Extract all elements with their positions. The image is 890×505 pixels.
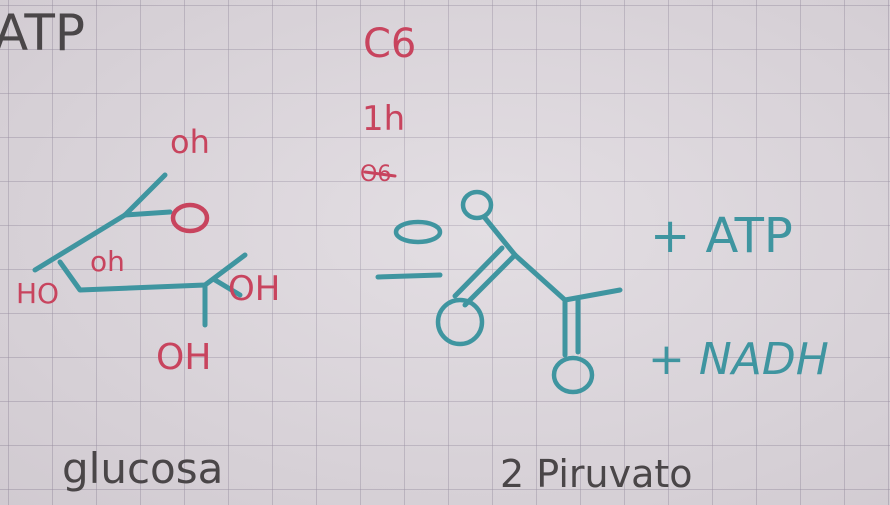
glucose-ho-left: HO	[16, 277, 60, 310]
piruvato-caption: 2 Piruvato	[500, 452, 693, 496]
pyruvate-double-bond-a	[462, 252, 518, 308]
glucose-bond-top	[122, 172, 168, 218]
pyruvate-oxygens	[393, 189, 595, 395]
o6-label: O6	[360, 162, 392, 187]
glucose-bond-right	[212, 277, 243, 298]
glucose-oh-bottom: OH	[156, 337, 212, 378]
glucose-skeleton	[32, 172, 248, 328]
h-label: 1h	[362, 99, 406, 139]
atp-top-label: ATP	[0, 4, 86, 62]
red-mark	[363, 170, 397, 178]
plus-nadh-label: + NADH	[648, 334, 829, 385]
pyruvate-o-minus	[393, 219, 443, 245]
glucosa-caption: glucosa	[62, 444, 224, 493]
glucose-bond-ring-o	[122, 209, 173, 218]
pyruvate-bond-carboxyl	[482, 215, 518, 258]
pyruvate-bond-main	[512, 252, 623, 303]
pyruvate-o-bottom	[551, 355, 595, 395]
pyruvate-skeleton	[375, 215, 623, 358]
plus-atp-label: + ATP	[650, 208, 793, 264]
pyruvate-minus-line	[375, 272, 443, 280]
pyruvate-o-top	[460, 189, 494, 221]
pyruvate-o-left	[435, 297, 485, 347]
glucose-bond-lower	[57, 252, 248, 293]
glucose-bond-ring-left	[32, 212, 128, 273]
glucose-ring-oxygen-circle	[170, 202, 210, 234]
glucose-oh-right: OH	[228, 269, 281, 309]
pyruvate-double-bond-b	[452, 245, 505, 299]
glucose-oh-top: oh	[170, 123, 210, 161]
c6-label: C6	[363, 21, 417, 67]
glucose-oh-mid: oh	[90, 245, 125, 278]
